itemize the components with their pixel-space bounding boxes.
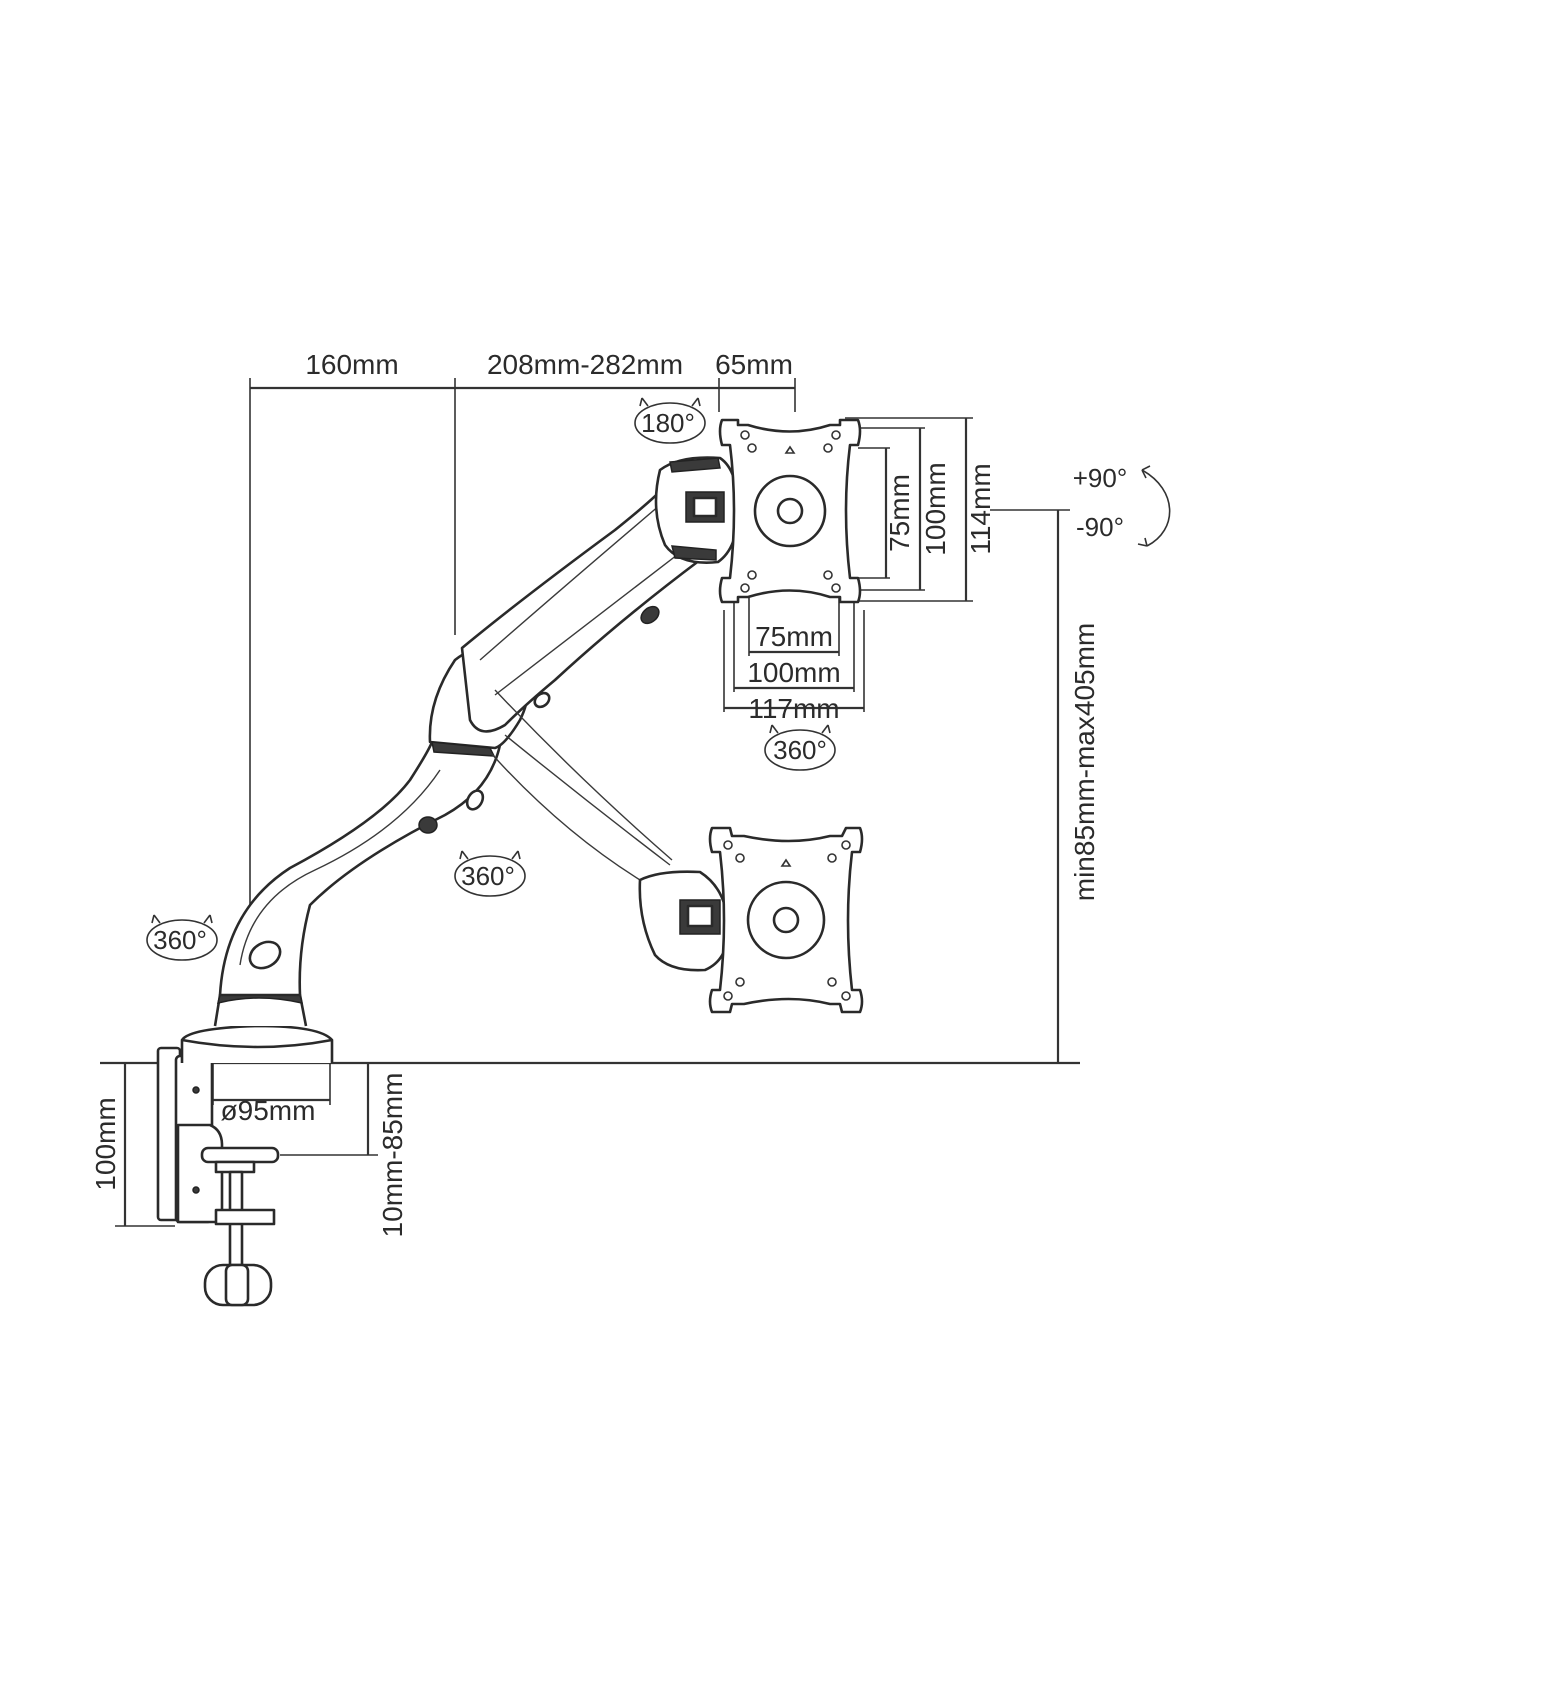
dim-clamp-height-100mm: 100mm	[90, 1097, 121, 1190]
dim-vesa-v-100mm: 100mm	[920, 462, 951, 555]
rotation-badge-plate: 360°	[764, 724, 836, 771]
svg-text:360°: 360°	[773, 735, 827, 765]
dim-160mm: 160mm	[305, 349, 398, 380]
top-dimension-lines	[249, 378, 796, 915]
dim-vesa-h-75mm: 75mm	[755, 621, 833, 652]
lower-arm	[218, 740, 502, 997]
dim-vesa-v-75mm: 75mm	[884, 474, 915, 552]
tilt-indicator: +90° -90°	[1073, 463, 1171, 547]
plate-horizontal-dimension-lines	[723, 590, 865, 712]
svg-text:+90°: +90°	[1073, 463, 1128, 493]
tilt-head-upper	[654, 456, 740, 564]
dim-plate-width-117mm: 117mm	[748, 693, 839, 724]
dim-vesa-h-100mm: 100mm	[747, 657, 840, 688]
svg-text:360°: 360°	[461, 861, 515, 891]
vesa-plate-upper	[718, 418, 862, 604]
tilt-arrow-icon	[1141, 469, 1171, 547]
desk-clamp	[156, 1046, 280, 1307]
dim-desk-thickness: 10mm-85mm	[377, 1073, 408, 1238]
dim-65mm: 65mm	[715, 349, 793, 380]
svg-text:360°: 360°	[153, 925, 207, 955]
dim-plate-height-114mm: 114mm	[965, 463, 996, 554]
dim-height-range: min85mm-max405mm	[1069, 623, 1100, 902]
rotation-badge-elbow: 360°	[454, 850, 526, 897]
svg-text:180°: 180°	[641, 408, 695, 438]
plate-vertical-dimension-lines	[845, 417, 973, 602]
lower-position-arm	[489, 689, 730, 972]
vesa-plate-lower	[708, 826, 864, 1014]
clamp-dimension-lines	[115, 1063, 378, 1227]
rotation-badge-base: 360°	[146, 914, 218, 961]
svg-text:-90°: -90°	[1076, 512, 1124, 542]
rotation-badge-head-swivel: 180°	[634, 397, 706, 444]
base-column	[180, 988, 334, 1063]
dim-208-282mm: 208mm-282mm	[487, 349, 683, 380]
dim-base-diameter: ø95mm	[221, 1095, 316, 1126]
